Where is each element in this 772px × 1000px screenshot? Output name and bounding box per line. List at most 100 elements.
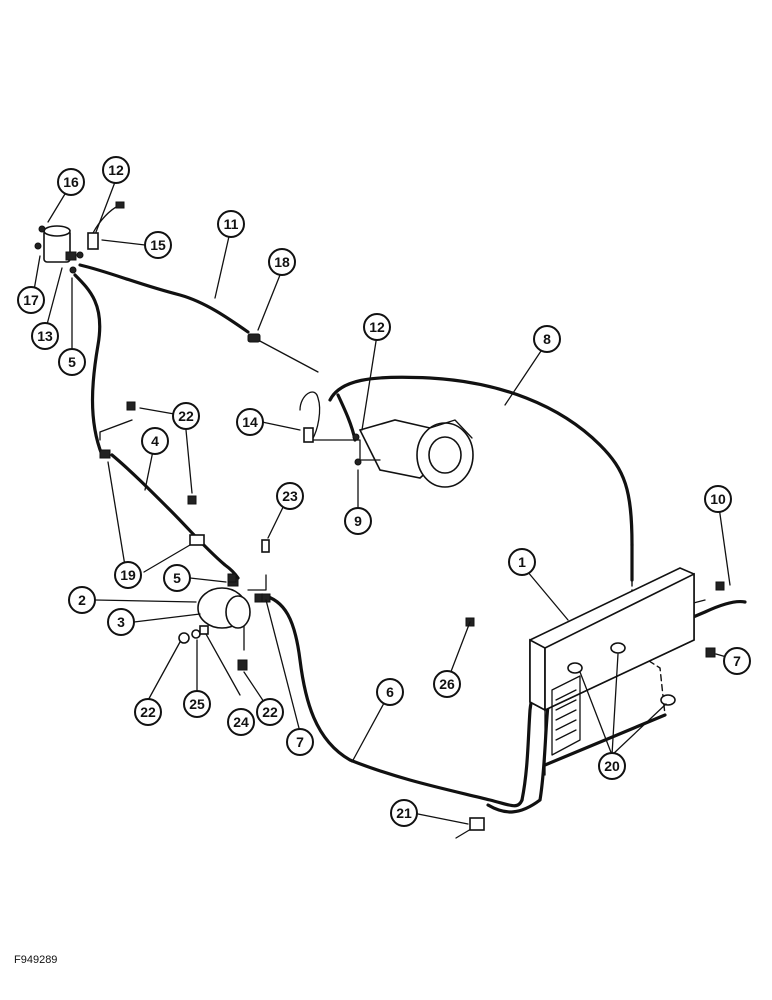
callout-17: 17 xyxy=(17,286,45,314)
svg-text:21: 21 xyxy=(396,805,412,821)
callout-22-lower: 22 xyxy=(134,698,162,726)
hose-14 xyxy=(299,391,321,441)
compressor-lower xyxy=(197,577,266,629)
svg-text:19: 19 xyxy=(120,567,136,583)
washer-22-lower xyxy=(178,632,190,644)
callout-3: 3 xyxy=(107,608,135,636)
svg-text:26: 26 xyxy=(439,676,455,692)
callout-24: 24 xyxy=(227,708,255,736)
condenser-core xyxy=(551,675,581,756)
callout-20: 20 xyxy=(598,752,626,780)
figure-id: F949289 xyxy=(14,954,58,966)
svg-text:7: 7 xyxy=(296,734,304,750)
callout-4: 4 xyxy=(141,427,169,455)
bracket-23 xyxy=(247,574,267,591)
svg-text:22: 22 xyxy=(178,408,194,424)
fitting-17 xyxy=(34,242,42,250)
fitting-20-b xyxy=(610,642,626,654)
svg-text:18: 18 xyxy=(274,254,290,270)
callout-5-lower: 5 xyxy=(163,564,191,592)
svg-text:3: 3 xyxy=(117,614,125,630)
svg-text:23: 23 xyxy=(282,488,298,504)
svg-text:13: 13 xyxy=(37,328,53,344)
bolt-23 xyxy=(261,539,270,553)
fitting-9 xyxy=(354,458,362,466)
nut-22-mid xyxy=(187,495,197,505)
fitting-12-upper xyxy=(76,251,84,259)
fitting-20-c xyxy=(660,694,676,706)
callout-18: 18 xyxy=(268,248,296,276)
svg-text:8: 8 xyxy=(543,331,551,347)
svg-text:10: 10 xyxy=(710,491,726,507)
fitting-10 xyxy=(715,581,725,591)
svg-text:4: 4 xyxy=(151,433,159,449)
callout-7-left: 7 xyxy=(286,728,314,756)
callout-8: 8 xyxy=(533,325,561,353)
fitting-12-lower xyxy=(352,433,360,441)
svg-text:5: 5 xyxy=(173,570,181,586)
svg-text:12: 12 xyxy=(369,319,385,335)
nut-22-right xyxy=(237,659,248,671)
callout-19: 19 xyxy=(114,561,142,589)
fitting-20-a xyxy=(567,662,583,674)
callout-22-right: 22 xyxy=(256,698,284,726)
clamp-19-upper xyxy=(99,449,111,459)
callout-16: 16 xyxy=(57,168,85,196)
callout-10: 10 xyxy=(704,485,732,513)
hose-8 xyxy=(328,375,634,547)
bracket-22-upper xyxy=(99,419,133,441)
svg-text:17: 17 xyxy=(23,292,39,308)
clip-21 xyxy=(469,817,485,831)
svg-text:12: 12 xyxy=(108,162,124,178)
callout-22-upper: 22 xyxy=(172,402,200,430)
svg-text:20: 20 xyxy=(604,758,620,774)
svg-text:5: 5 xyxy=(68,354,76,370)
svg-text:1: 1 xyxy=(518,554,526,570)
hose-11-tube xyxy=(257,339,319,373)
svg-text:9: 9 xyxy=(354,513,362,529)
condenser xyxy=(529,567,695,776)
clamp-19-lower xyxy=(189,534,205,546)
tube-10 xyxy=(618,599,747,650)
svg-text:16: 16 xyxy=(63,174,79,190)
callout-11: 11 xyxy=(217,210,245,238)
callout-26: 26 xyxy=(433,670,461,698)
callout-7-right: 7 xyxy=(723,647,751,675)
hose-5-left xyxy=(73,273,104,457)
callout-15: 15 xyxy=(144,231,172,259)
callout-9: 9 xyxy=(344,507,372,535)
svg-text:25: 25 xyxy=(189,696,205,712)
svg-text:6: 6 xyxy=(386,684,394,700)
clip-18 xyxy=(247,333,261,343)
fitting-5-lower xyxy=(227,573,237,583)
bolt-24 xyxy=(199,625,209,635)
switch-15 xyxy=(87,201,125,250)
svg-text:2: 2 xyxy=(78,592,86,608)
callout-5-upper: 5 xyxy=(58,348,86,376)
hose-6 xyxy=(260,593,524,808)
callout-1: 1 xyxy=(508,548,536,576)
hose-11 xyxy=(78,263,250,334)
nut-22-upper xyxy=(126,401,136,411)
svg-text:15: 15 xyxy=(150,237,166,253)
hose-14-b xyxy=(336,393,357,442)
callout-14: 14 xyxy=(236,408,264,436)
callout-12-upper: 12 xyxy=(102,156,130,184)
svg-text:14: 14 xyxy=(242,414,258,430)
svg-text:22: 22 xyxy=(140,704,156,720)
compressor-upper xyxy=(304,419,474,488)
hose-4 xyxy=(110,453,240,580)
receiver-drier xyxy=(43,225,77,263)
svg-text:7: 7 xyxy=(733,653,741,669)
callout-12-lower: 12 xyxy=(363,313,391,341)
callout-2: 2 xyxy=(68,586,96,614)
svg-text:11: 11 xyxy=(224,216,239,232)
svg-text:24: 24 xyxy=(233,714,249,730)
callout-25: 25 xyxy=(183,690,211,718)
callout-23: 23 xyxy=(276,482,304,510)
switch-14 xyxy=(303,427,314,443)
callout-21: 21 xyxy=(390,799,418,827)
washer-25 xyxy=(191,629,201,639)
fitting-16 xyxy=(38,225,46,233)
